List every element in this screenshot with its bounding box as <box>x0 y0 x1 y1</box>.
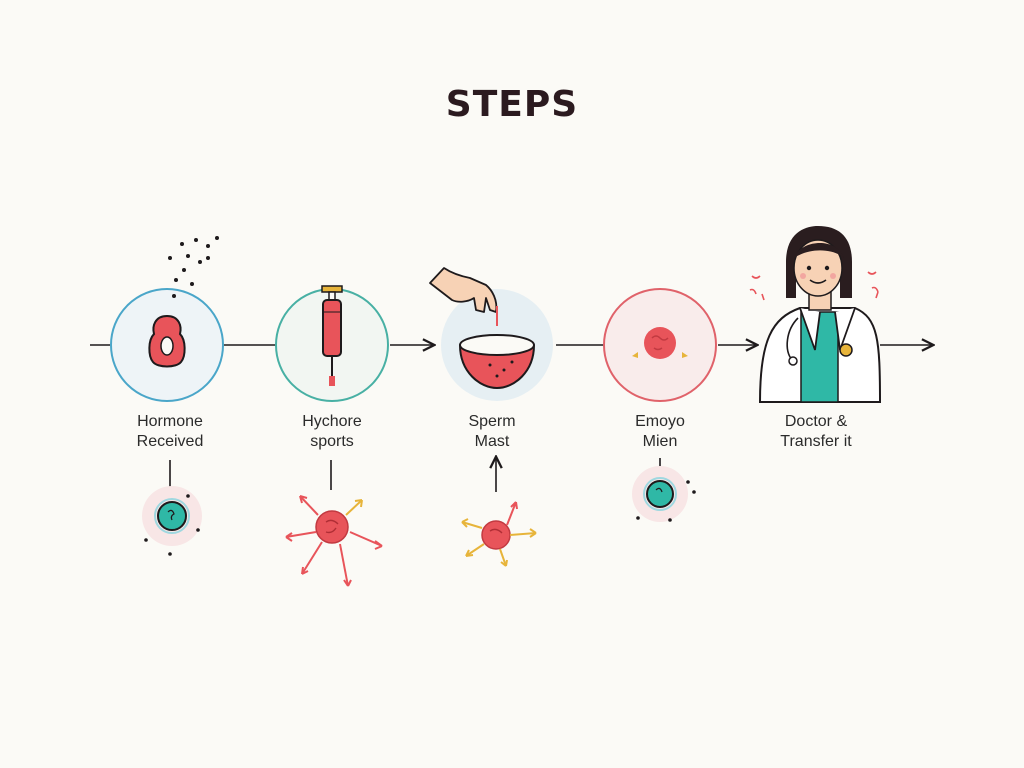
step-4-node <box>603 288 717 402</box>
step-5-label-line2: Transfer it <box>780 433 852 450</box>
step-1-label-line1: Hormone <box>137 413 203 430</box>
sparkle-icon <box>749 271 879 301</box>
step-2-label-line2: sports <box>310 433 354 450</box>
radiating-cell-icon <box>285 495 383 587</box>
step-5-label-line1: Doctor & <box>784 413 848 430</box>
step-1-node <box>110 236 224 402</box>
cell-icon <box>142 486 202 556</box>
step-5-label: Doctor & Transfer it <box>731 412 901 452</box>
step-2-label: Hychore sports <box>247 412 417 452</box>
step-1-label-line2: Received <box>136 433 204 450</box>
step-2-node <box>275 285 389 402</box>
hand-icon <box>429 267 498 313</box>
diagram-title: STEPS <box>445 84 579 125</box>
sub-connectors <box>169 458 661 492</box>
step-4-label-line1: Emoyo <box>635 413 685 430</box>
step-1-label: Hormone Received <box>85 412 255 452</box>
hormone-particles-icon <box>168 236 219 298</box>
step-3-node <box>429 267 553 401</box>
embryo-icon <box>632 327 688 359</box>
cell-icon-2 <box>632 466 696 522</box>
bowl-icon <box>459 306 535 390</box>
radiating-cell-icon-2 <box>461 501 537 567</box>
ovary-icon <box>148 314 186 368</box>
step-3-label-line2: Mast <box>474 433 510 450</box>
step-2-label-line1: Hychore <box>302 413 362 430</box>
step-3-label: Sperm Mast <box>407 412 577 452</box>
step-3-label-line1: Sperm <box>468 413 516 430</box>
step-4-label-line2: Mien <box>642 433 678 450</box>
step-4-label: Emoyo Mien <box>575 412 745 452</box>
syringe-icon <box>321 285 343 386</box>
doctor-illustration <box>749 226 882 403</box>
